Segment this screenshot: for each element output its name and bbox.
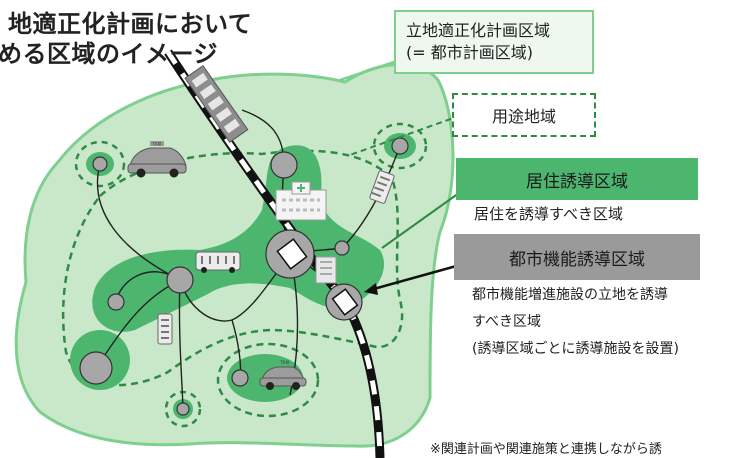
urban-function-area-callout: 都市機能誘導区域: [454, 234, 700, 280]
use-district-outline-s: [216, 342, 320, 418]
residential-area-description: 居住を誘導すべき区域: [474, 205, 623, 223]
node-west-large: [79, 351, 113, 385]
use-district-outline-ne: [372, 122, 428, 170]
taxi-sign-label: TAXI: [152, 142, 162, 147]
urban-function-description-line2: すべき区域: [472, 314, 542, 330]
taxi-icon: TAXI: [127, 141, 187, 178]
leader-use-district: [349, 111, 471, 156]
planning-area-label: 立地適正化計画区域: [406, 21, 551, 40]
node-west-small: [107, 293, 125, 311]
taxi-icon: TAXI: [259, 360, 307, 390]
use-district-callout: 用途地域: [452, 93, 596, 137]
urban-function-description-line1: 都市機能増進施設の立地を誘導: [472, 287, 668, 303]
node-west-mid: [166, 266, 194, 294]
node-north: [270, 151, 298, 179]
train-icon: [184, 64, 249, 143]
node-east-small: [334, 240, 350, 256]
residential-area-callout: 居住誘導区域: [456, 158, 698, 200]
building-icon: [315, 256, 337, 284]
node-southwest: [176, 402, 190, 416]
station-southeast-icon: [331, 288, 359, 316]
use-district-label: 用途地域: [491, 107, 556, 126]
urban-function-area-label: 都市機能誘導区域: [509, 249, 645, 270]
diagram-title-line1: 地適正化計画において: [8, 10, 253, 38]
leader-urban-arrowhead: [364, 283, 378, 295]
planning-area-callout: 立地適正化計画区域 (= 都市計画区域): [394, 10, 594, 74]
bus-icon: [369, 170, 395, 204]
use-district-outline-sw: [164, 390, 202, 428]
diagram-title-line2: める区域のイメージ: [0, 40, 219, 68]
use-district-outline-nw: [74, 140, 126, 188]
planning-area-sublabel: (= 都市計画区域): [406, 43, 533, 62]
bus-icon: [195, 251, 241, 273]
taxi-sign-label: TAXI: [280, 360, 290, 365]
urban-function-description-line3: (誘導区域ごとに誘導施設を設置): [472, 341, 679, 357]
node-ne: [391, 137, 409, 155]
footnote: ※関連計画や関連施策と連携しながら誘: [430, 442, 662, 457]
node-nw: [92, 156, 108, 172]
residential-area-label: 居住誘導区域: [526, 171, 628, 192]
station-central-icon: [276, 238, 308, 270]
bus-icon: [157, 313, 173, 345]
hospital-icon: [275, 181, 327, 221]
node-south: [231, 369, 249, 387]
